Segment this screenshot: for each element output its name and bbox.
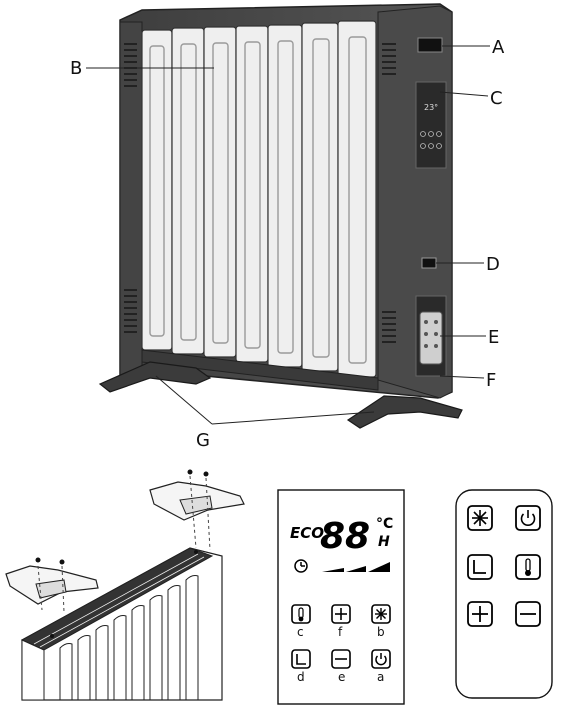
label-e: e (338, 670, 345, 684)
temperature-readout: 88 (320, 516, 370, 557)
remote-power-button (515, 505, 541, 531)
panel-button-c (291, 604, 311, 624)
callout-b: B (70, 58, 82, 79)
callout-c: C (490, 88, 503, 109)
eco-label: ECO (290, 524, 324, 542)
callout-d: D (486, 254, 500, 275)
right-vents (382, 43, 396, 343)
remote-timer-button (467, 554, 493, 580)
callout-e: E (488, 327, 499, 348)
control-panel-diagram: ECO 88 °C H c f (277, 489, 405, 705)
svg-text:23°: 23° (424, 103, 438, 112)
callout-g: G (196, 430, 210, 451)
callout-a: A (492, 37, 505, 58)
label-b: b (377, 625, 385, 639)
feet (98, 361, 463, 429)
heater-unit: 23° (98, 3, 463, 429)
label-f: f (338, 625, 343, 639)
heat-level-bar (322, 562, 390, 572)
assembly-view (5, 469, 245, 701)
power-switch (417, 37, 443, 53)
callout-f: F (486, 370, 496, 391)
unit-label: °C (376, 516, 393, 532)
mode-label: H (378, 534, 390, 550)
remote-control-diagram (455, 489, 553, 699)
remote-plus-button (467, 601, 493, 627)
child-lock-switch (421, 257, 437, 269)
callout-lines (86, 45, 490, 425)
panel-button-a (371, 649, 391, 669)
remote-thermometer-button (515, 554, 541, 580)
label-c: c (297, 625, 304, 639)
label-d: d (297, 670, 305, 684)
label-a: a (377, 670, 384, 684)
display-panel (415, 81, 447, 169)
panel-button-d (291, 649, 311, 669)
heating-panels (141, 20, 377, 378)
remote-snowflake-button (467, 505, 493, 531)
panel-button-b (371, 604, 391, 624)
panel-button-f (331, 604, 351, 624)
remote-minus-button (515, 601, 541, 627)
clock-icon (294, 559, 308, 573)
panel-button-e (331, 649, 351, 669)
